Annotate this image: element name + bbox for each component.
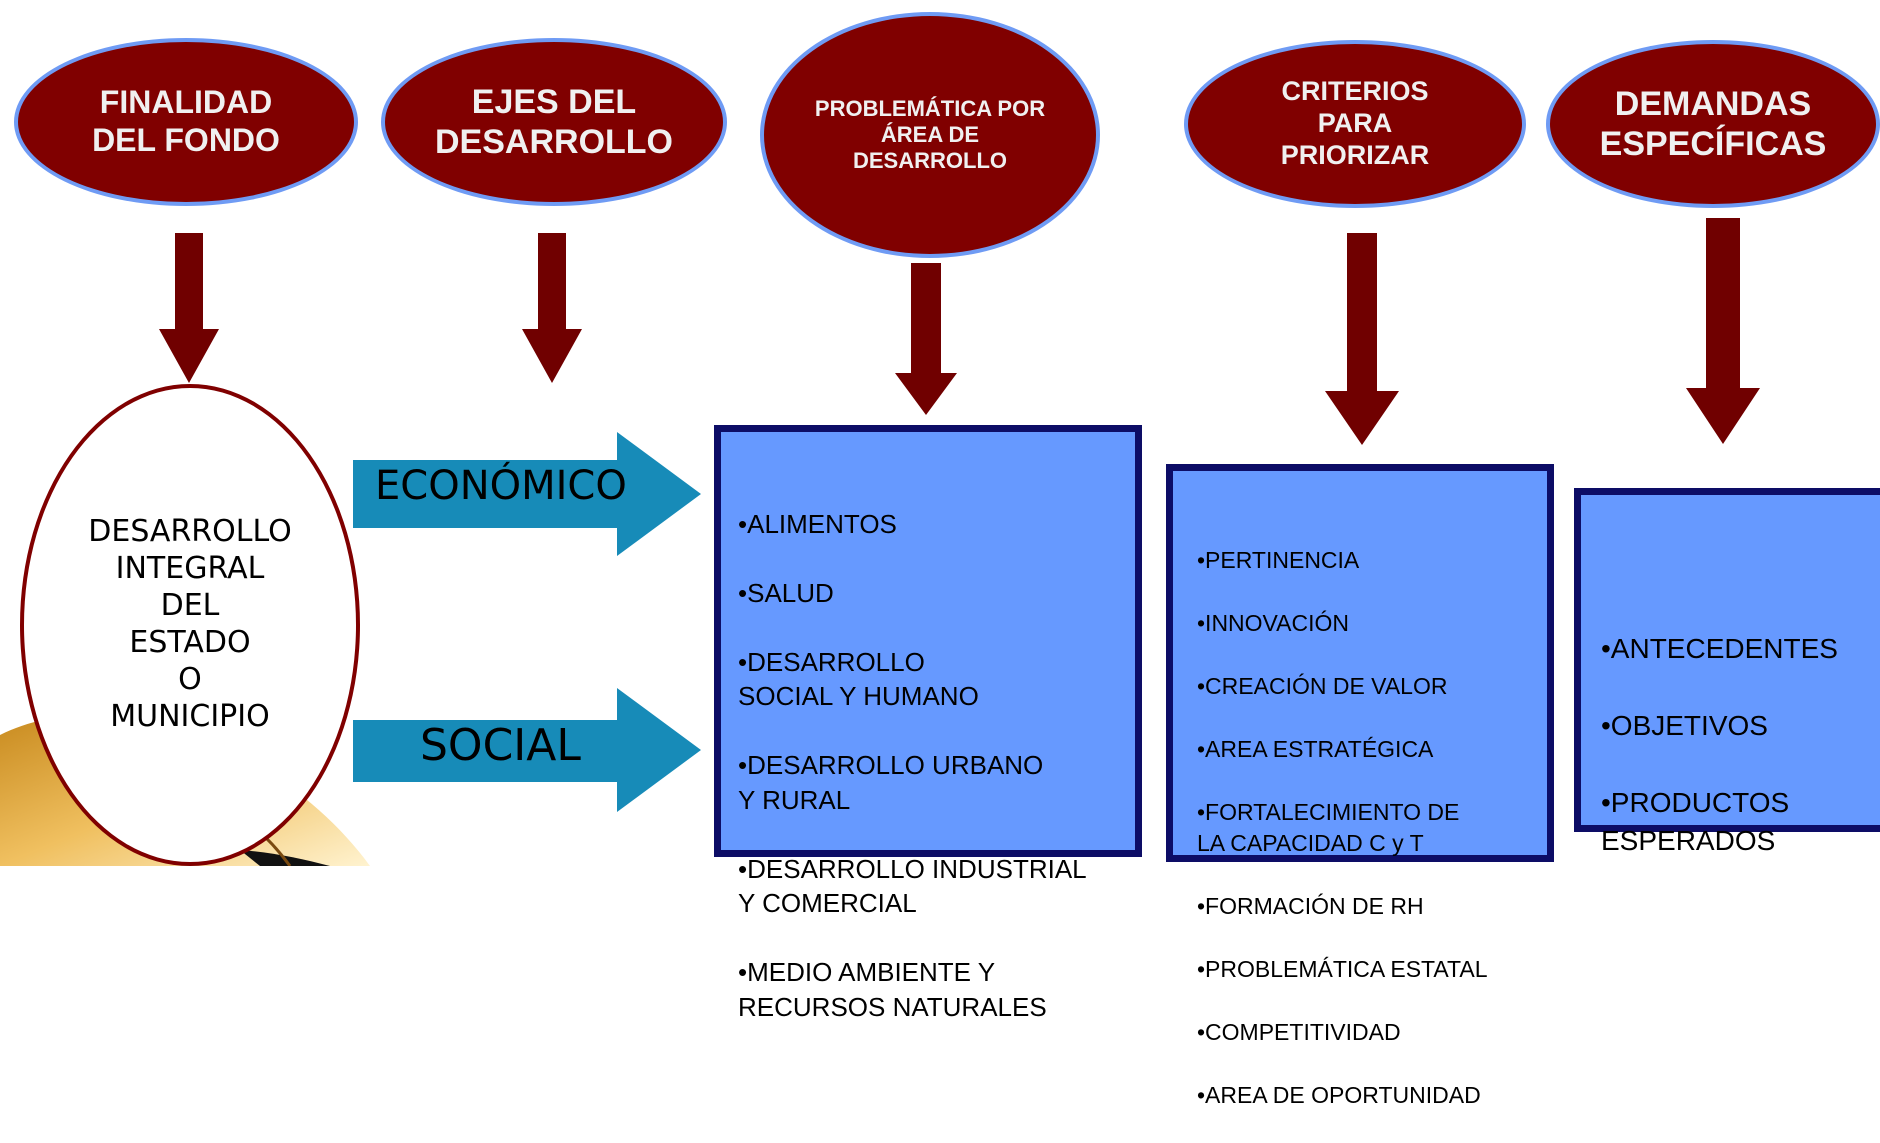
demandas-box: •ANTECEDENTES •OBJETIVOS •PRODUCTOS ESPE…: [1574, 488, 1880, 856]
list-item: •PERTINENCIA: [1197, 546, 1360, 573]
list-item: •OBJETIVOS: [1601, 709, 1768, 741]
center-oval: DESARROLLO INTEGRAL DEL ESTADO O MUNICIP…: [20, 384, 360, 866]
header-ejes-label: EJES DEL DESARROLLO: [435, 82, 673, 161]
header-problematica: PROBLEMÁTICA POR ÁREA DE DESARROLLO: [760, 12, 1100, 258]
down-arrow-criterios: [1325, 233, 1399, 445]
side-arrow-economico: [353, 432, 701, 556]
criterios-box: •PERTINENCIA •INNOVACIÓN •CREACIÓN DE VA…: [1166, 464, 1554, 1108]
problematica-list: •ALIMENTOS •SALUD •DESARROLLO SOCIAL Y H…: [738, 472, 1087, 1059]
economico-label: ECONÓMICO: [375, 463, 627, 509]
list-item: •MEDIO AMBIENTE Y RECURSOS NATURALES: [738, 957, 1047, 1022]
problematica-box: •ALIMENTOS •SALUD •DESARROLLO SOCIAL Y H…: [714, 425, 1142, 1022]
down-arrow-ejes: [522, 233, 582, 383]
header-ejes: EJES DEL DESARROLLO: [381, 38, 727, 206]
down-arrow-demandas: [1686, 218, 1760, 444]
list-item: •PRODUCTOS ESPERADOS: [1601, 786, 1790, 857]
list-item: •AREA ESTRATÉGICA: [1197, 735, 1434, 762]
social-label: SOCIAL: [420, 720, 581, 771]
list-item: •CREACIÓN DE VALOR: [1197, 672, 1448, 699]
header-criterios-label: CRITERIOS PARA PRIORIZAR: [1280, 76, 1430, 170]
list-item: •ALIMENTOS: [738, 508, 897, 539]
header-demandas: DEMANDAS ESPECÍFICAS: [1546, 40, 1880, 208]
list-item: •INNOVACIÓN: [1197, 609, 1350, 636]
header-finalidad: FINALIDAD DEL FONDO: [14, 38, 358, 206]
center-label: DESARROLLO INTEGRAL DEL ESTADO O MUNICIP…: [88, 514, 292, 734]
demandas-list: •ANTECEDENTES •OBJETIVOS •PRODUCTOS ESPE…: [1601, 591, 1838, 899]
down-arrow-problematica: [895, 263, 957, 415]
header-problematica-label: PROBLEMÁTICA POR ÁREA DE DESARROLLO: [814, 96, 1046, 173]
side-arrow-social: [353, 688, 701, 812]
header-finalidad-label: FINALIDAD DEL FONDO: [92, 84, 280, 158]
list-item: •ANTECEDENTES: [1601, 632, 1838, 664]
list-item: •FORMACIÓN DE RH: [1197, 893, 1424, 919]
list-item: •COMPETITIVIDAD: [1197, 1019, 1401, 1045]
list-item: •DESARROLLO URBANO Y RURAL: [738, 750, 1044, 815]
header-criterios: CRITERIOS PARA PRIORIZAR: [1184, 40, 1526, 208]
list-item: •DESARROLLO SOCIAL Y HUMANO: [738, 646, 979, 712]
list-item: •PROBLEMÁTICA ESTATAL: [1197, 956, 1488, 982]
criterios-list: •PERTINENCIA •INNOVACIÓN •CREACIÓN DE VA…: [1197, 513, 1488, 1143]
down-arrow-finalidad: [159, 233, 219, 383]
header-demandas-label: DEMANDAS ESPECÍFICAS: [1599, 84, 1827, 163]
list-item: •SALUD: [738, 577, 834, 608]
list-item: •FORTALECIMIENTO DE LA CAPACIDAD C y T: [1197, 798, 1460, 857]
list-item: •DESARROLLO INDUSTRIAL Y COMERCIAL: [738, 853, 1087, 919]
list-item: •AREA DE OPORTUNIDAD: [1197, 1082, 1481, 1108]
